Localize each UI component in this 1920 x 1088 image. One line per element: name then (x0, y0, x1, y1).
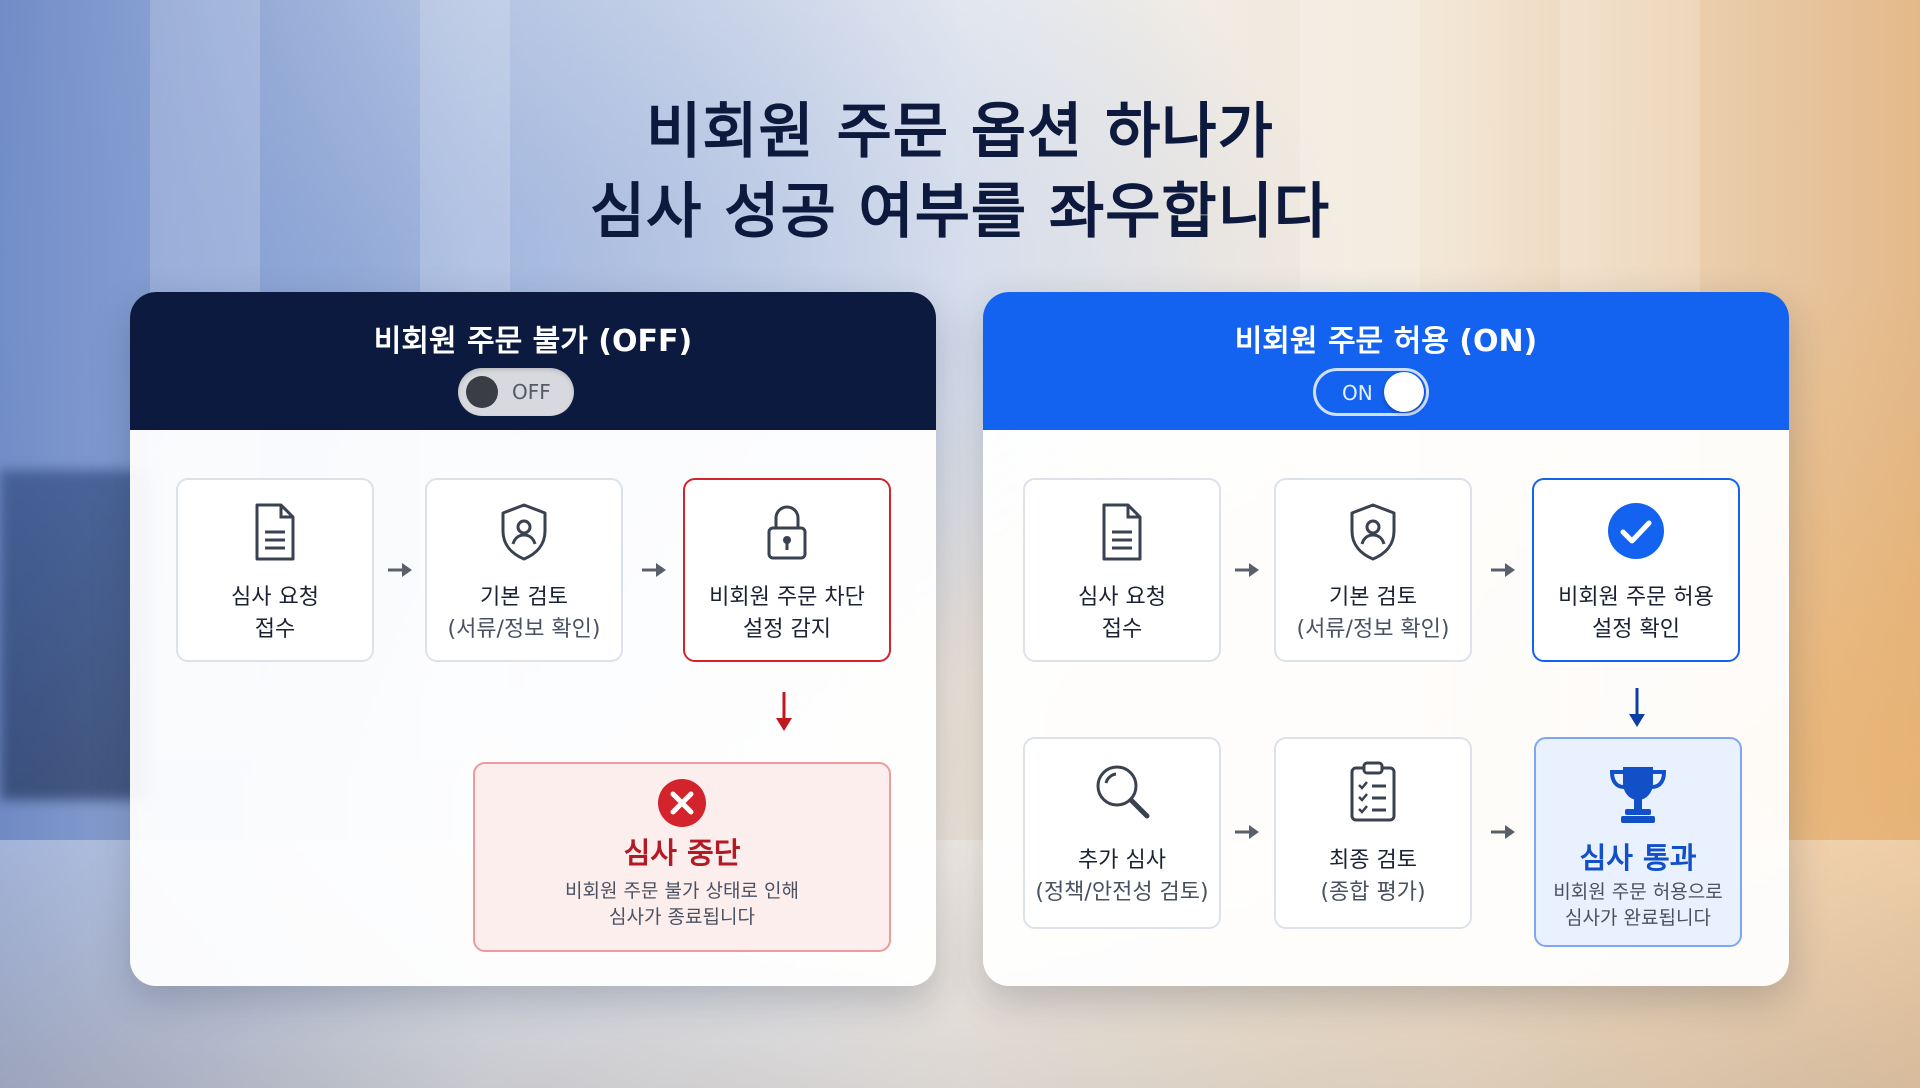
check-circle-icon (1534, 502, 1738, 564)
arrow-right-icon (1235, 825, 1259, 839)
result-description: 비회원 주문 불가 상태로 인해 심사가 종료됩니다 (475, 878, 889, 930)
trophy-icon (1536, 763, 1740, 825)
step-additional-review: 추가 심사 (정책/안전성 검토) (1023, 737, 1221, 929)
step-label-line1: 최종 검토 (1329, 848, 1417, 873)
step-label-line2: (정책/안전성 검토) (1035, 880, 1209, 905)
step-label-line1: 기본 검토 (480, 585, 568, 610)
search-icon (1025, 761, 1219, 823)
step-final-review: 최종 검토 (종합 평가) (1274, 737, 1472, 929)
arrow-down-icon (776, 692, 792, 731)
step-label: 기본 검토 (서류/정보 확인) (1276, 582, 1470, 646)
step-label: 심사 요청 접수 (178, 582, 372, 646)
step-label-line2: 접수 (1101, 617, 1143, 642)
step-label-line2: (서류/정보 확인) (1296, 617, 1450, 642)
off-panel-title: 비회원 주문 불가 (OFF) (373, 324, 693, 359)
off-panel-header: 비회원 주문 불가 (OFF) OFF (130, 292, 936, 430)
page-title: 비회원 주문 옵션 하나가 심사 성공 여부를 좌우합니다 (0, 92, 1920, 252)
result-description-line1: 비회원 주문 허용으로 (1553, 881, 1723, 903)
page-title-line1: 비회원 주문 옵션 하나가 (646, 97, 1274, 167)
toggle-label: OFF (512, 380, 551, 404)
step-label-line2: 설정 확인 (1592, 617, 1680, 642)
step-label: 비회원 주문 차단 설정 감지 (685, 582, 889, 646)
result-title: 심사 중단 (623, 836, 741, 870)
on-panel: 비회원 주문 허용 (ON) ON 심사 요청 접수 기본 검토 (서류/정보 … (983, 292, 1789, 986)
on-panel-header: 비회원 주문 허용 (ON) ON (983, 292, 1789, 430)
arrow-right-icon (1491, 825, 1515, 839)
result-description-line2: 심사가 종료됩니다 (609, 906, 755, 928)
step-label-line2: 접수 (254, 617, 296, 642)
step-label-line1: 비회원 주문 차단 (709, 585, 865, 610)
guest-order-toggle-on[interactable]: ON (1313, 368, 1429, 416)
result-description: 비회원 주문 허용으로 심사가 완료됩니다 (1536, 879, 1740, 931)
arrow-right-icon (1235, 563, 1259, 577)
step-label-line1: 추가 심사 (1078, 848, 1166, 873)
off-panel: 비회원 주문 불가 (OFF) OFF 심사 요청 접수 기본 검토 (서류/정… (130, 292, 936, 986)
step-basic-review: 기본 검토 (서류/정보 확인) (1274, 478, 1472, 662)
on-panel-title: 비회원 주문 허용 (ON) (1234, 324, 1538, 359)
guest-order-toggle-off[interactable]: OFF (458, 368, 574, 416)
step-label-line2: (종합 평가) (1320, 880, 1426, 905)
step-label: 최종 검토 (종합 평가) (1276, 845, 1470, 909)
toggle-knob (466, 376, 498, 408)
step-review-request: 심사 요청 접수 (176, 478, 374, 662)
step-label-line1: 비회원 주문 허용 (1558, 585, 1714, 610)
arrow-right-icon (642, 563, 666, 577)
step-label: 추가 심사 (정책/안전성 검토) (1025, 845, 1219, 909)
step-label-line1: 심사 요청 (1078, 585, 1166, 610)
page-title-line2: 심사 성공 여부를 좌우합니다 (589, 177, 1331, 247)
step-label-line2: (서류/정보 확인) (447, 617, 601, 642)
background-shelf (0, 470, 150, 800)
review-passed-card: 심사 통과 비회원 주문 허용으로 심사가 완료됩니다 (1534, 737, 1742, 947)
shield-user-icon (427, 502, 621, 564)
shield-user-icon (1276, 502, 1470, 564)
clipboard-icon (1276, 761, 1470, 823)
arrow-right-icon (388, 563, 412, 577)
document-icon (1025, 502, 1219, 564)
document-icon (178, 502, 372, 564)
step-label: 기본 검토 (서류/정보 확인) (427, 582, 621, 646)
result-title: 심사 통과 (1579, 841, 1697, 875)
lock-icon (685, 502, 889, 564)
step-label: 비회원 주문 허용 설정 확인 (1534, 582, 1738, 646)
review-stopped-card: 심사 중단 비회원 주문 불가 상태로 인해 심사가 종료됩니다 (473, 762, 891, 952)
step-label-line1: 기본 검토 (1329, 585, 1417, 610)
toggle-knob (1384, 372, 1424, 412)
step-basic-review: 기본 검토 (서류/정보 확인) (425, 478, 623, 662)
step-guest-block-detected: 비회원 주문 차단 설정 감지 (683, 478, 891, 662)
result-description-line1: 비회원 주문 불가 상태로 인해 (565, 880, 799, 902)
step-label-line1: 심사 요청 (231, 585, 319, 610)
x-circle-icon (475, 778, 889, 828)
step-guest-allowed-confirmed: 비회원 주문 허용 설정 확인 (1532, 478, 1740, 662)
step-label-line2: 설정 감지 (743, 617, 831, 642)
result-description-line2: 심사가 완료됩니다 (1565, 907, 1711, 929)
step-label: 심사 요청 접수 (1025, 582, 1219, 646)
arrow-right-icon (1491, 563, 1515, 577)
step-review-request: 심사 요청 접수 (1023, 478, 1221, 662)
arrow-down-icon (1629, 688, 1645, 727)
toggle-label: ON (1342, 381, 1373, 405)
